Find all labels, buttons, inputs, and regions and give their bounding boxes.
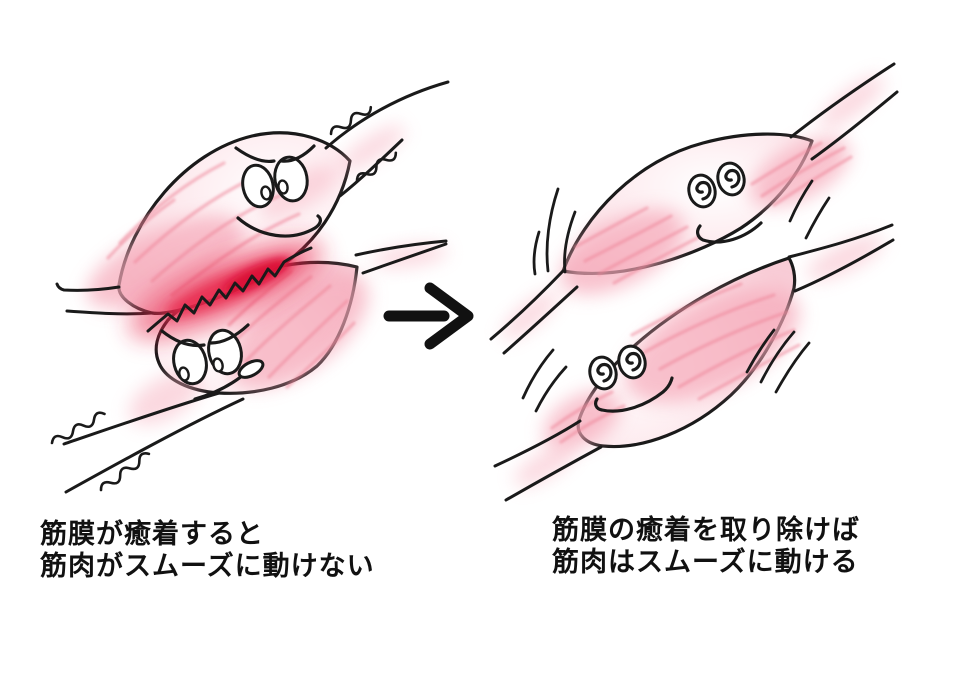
- tendon-lines: [493, 223, 895, 502]
- tension-squiggle-icon: [329, 105, 373, 136]
- motion-line-icon: [759, 330, 796, 384]
- motion-line-icon: [774, 341, 811, 394]
- motion-line-icon: [532, 230, 541, 276]
- angry-brow-left: [234, 146, 276, 164]
- angry-brow-right: [280, 144, 316, 163]
- tendon-lines: [489, 62, 899, 355]
- happy-eye-right: [617, 344, 647, 380]
- motion-lines: [532, 179, 831, 276]
- motion-line-icon: [745, 328, 776, 374]
- panel-after-released-muscles: [489, 62, 899, 502]
- happy-eye-left: [588, 355, 618, 391]
- happy-eye-right: [716, 161, 746, 197]
- happy-face-upper: [687, 161, 763, 244]
- motion-lines: [521, 328, 811, 413]
- grimace-mouth: [193, 374, 244, 401]
- motion-line-icon: [788, 179, 814, 223]
- muscle-upper-released: [489, 62, 899, 355]
- tension-squiggles: [50, 105, 398, 492]
- panel-before-adhered-muscles: [50, 80, 450, 494]
- adhesion-zigzag-icon: [146, 246, 313, 333]
- adhesion-zone: [128, 239, 324, 339]
- caption-before: 筋膜が癒着すると 筋肉がスムーズに動けない: [40, 518, 375, 582]
- strained-brow-right: [209, 323, 250, 345]
- tension-squiggle-icon: [355, 151, 398, 183]
- transform-arrow-icon: [383, 282, 474, 350]
- tension-squiggle-icon: [99, 452, 151, 492]
- smile-mouth: [594, 376, 674, 413]
- caption-after-line2: 筋肉はスムーズに動ける: [552, 547, 859, 577]
- tension-squiggle-icon: [50, 411, 106, 445]
- strained-face-lower: [160, 323, 265, 401]
- happy-eye-left: [687, 173, 717, 209]
- frown-mouth: [236, 214, 322, 238]
- grimace-mouth-tip: [237, 359, 265, 379]
- caption-after: 筋膜の癒着を取り除けば 筋肉はスムーズに動ける: [552, 514, 860, 578]
- motion-line-icon: [534, 365, 568, 413]
- angry-face-upper: [234, 144, 322, 238]
- strained-brow-left: [160, 329, 206, 348]
- happy-face-lower: [588, 344, 674, 413]
- caption-before-line1: 筋膜が癒着すると: [40, 519, 264, 549]
- motion-line-icon: [521, 348, 555, 400]
- motion-line-icon: [545, 187, 560, 273]
- caption-before-line2: 筋肉がスムーズに動けない: [40, 551, 375, 581]
- muscle-fiber-lines: [550, 282, 801, 444]
- motion-line-icon: [804, 196, 831, 240]
- muscle-fiber-lines: [573, 141, 853, 285]
- caption-after-line1: 筋膜の癒着を取り除けば: [552, 515, 860, 545]
- motion-line-icon: [563, 210, 577, 274]
- muscle-lower-released: [493, 223, 895, 502]
- smile-mouth: [696, 221, 763, 244]
